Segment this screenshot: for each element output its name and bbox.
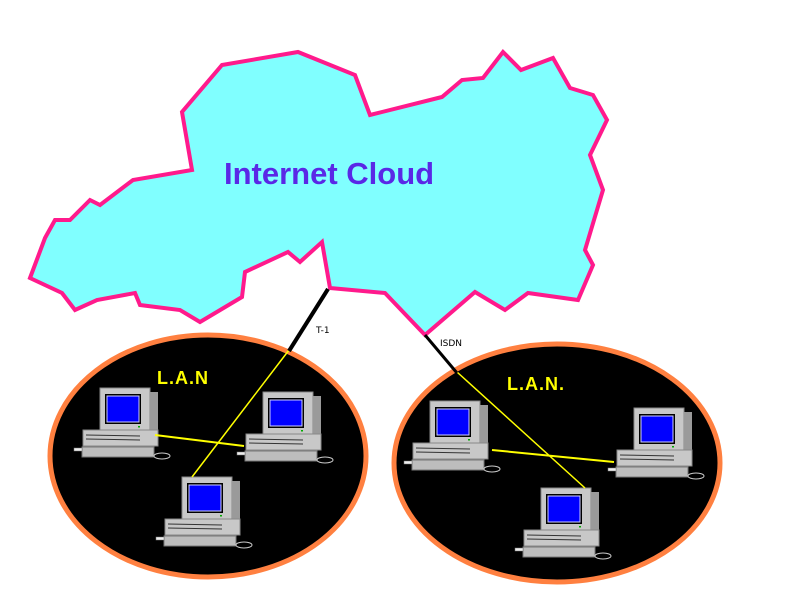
isdn-label: ISDN bbox=[440, 339, 462, 349]
lan-cable bbox=[154, 434, 245, 447]
cloud-title: Internet Cloud bbox=[224, 156, 434, 191]
lan-right-label: L.A.N. bbox=[507, 374, 565, 394]
lan-cable bbox=[191, 349, 290, 478]
isdn-link bbox=[423, 334, 459, 374]
lan-cable bbox=[456, 371, 586, 489]
internet-cloud bbox=[27, 48, 610, 338]
t1-label: T-1 bbox=[315, 326, 330, 336]
t1-link bbox=[287, 287, 330, 353]
lan-cable bbox=[491, 449, 615, 463]
lan-left-label: L.A.N bbox=[157, 368, 209, 388]
